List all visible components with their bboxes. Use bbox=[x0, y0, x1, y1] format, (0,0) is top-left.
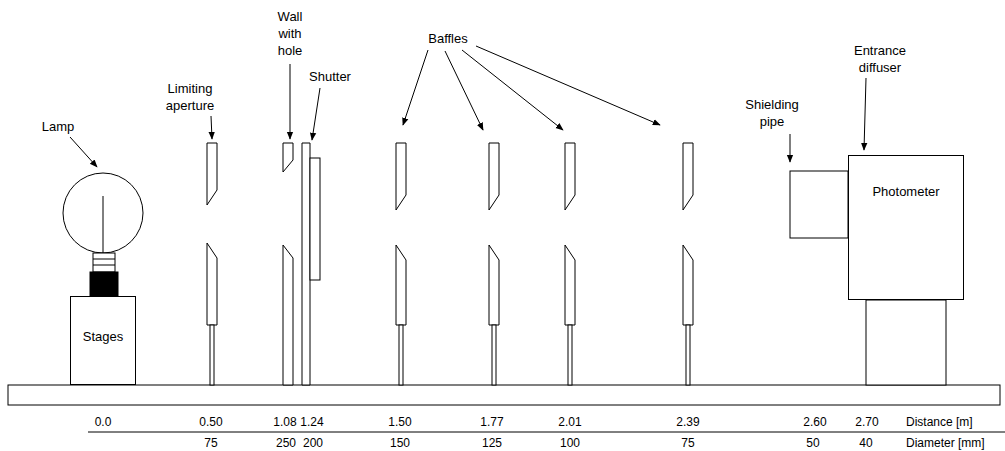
table-value: 150 bbox=[390, 436, 410, 450]
part-label: Shielding pipe bbox=[745, 96, 799, 130]
table-value: Diameter [mm] bbox=[906, 436, 985, 450]
part-label: Entrance diffuser bbox=[854, 42, 906, 76]
baffle-plate bbox=[683, 143, 693, 210]
table-value: Distance [m] bbox=[906, 415, 973, 429]
leader-arrow bbox=[312, 88, 320, 140]
table-value: 100 bbox=[560, 436, 580, 450]
part-label: Lamp bbox=[42, 118, 75, 135]
leader-arrow bbox=[403, 50, 428, 125]
post bbox=[492, 325, 496, 385]
photometer-box: Photometer bbox=[848, 155, 964, 300]
leader-arrow bbox=[864, 78, 866, 150]
part-label: Baffles bbox=[428, 30, 468, 47]
wall-plate bbox=[283, 143, 293, 172]
part-label: Shutter bbox=[309, 68, 351, 85]
table-value: 200 bbox=[303, 436, 323, 450]
table-value: 2.70 bbox=[855, 415, 878, 429]
leader-arrow bbox=[211, 116, 212, 139]
leader-arrow bbox=[445, 51, 483, 130]
aperture-plate bbox=[207, 243, 217, 325]
shutter-post bbox=[302, 143, 310, 385]
post bbox=[686, 325, 690, 385]
table-rule bbox=[88, 432, 1005, 433]
lamp-base bbox=[90, 272, 118, 296]
leader-arrow bbox=[290, 64, 291, 139]
baffle-plate bbox=[683, 245, 693, 325]
post bbox=[568, 325, 572, 385]
table-value: 1.77 bbox=[480, 415, 503, 429]
table-value: 1.50 bbox=[388, 415, 411, 429]
table-value: 75 bbox=[681, 436, 694, 450]
baffle-plate bbox=[489, 245, 499, 325]
part-label: Wall with hole bbox=[278, 8, 303, 59]
stages-box: Stages bbox=[70, 296, 136, 385]
bench-rail bbox=[8, 385, 1000, 405]
box-label: Photometer bbox=[872, 184, 939, 199]
table-value: 50 bbox=[806, 436, 819, 450]
table-value: 75 bbox=[204, 436, 217, 450]
wall-plate bbox=[283, 245, 293, 385]
table-value: 1.08 bbox=[273, 415, 296, 429]
aperture-plate bbox=[207, 143, 217, 205]
baffle-plate bbox=[396, 143, 406, 210]
leader-arrow bbox=[476, 46, 660, 125]
table-value: 0.50 bbox=[199, 415, 222, 429]
post bbox=[399, 325, 403, 385]
post bbox=[210, 325, 214, 385]
shutter-blade bbox=[310, 158, 320, 280]
lamp-filament bbox=[103, 196, 104, 262]
table-value: 0.0 bbox=[95, 415, 112, 429]
box-label: Stages bbox=[83, 329, 123, 344]
table-value: 2.39 bbox=[676, 415, 699, 429]
table-value: 2.01 bbox=[558, 415, 581, 429]
table-value: 1.24 bbox=[300, 415, 323, 429]
leader-arrow bbox=[790, 134, 791, 162]
baffle-plate bbox=[565, 143, 575, 210]
photometer-pedestal bbox=[866, 300, 946, 385]
baffle-plate bbox=[565, 245, 575, 325]
table-value: 40 bbox=[859, 436, 872, 450]
part-label: Limiting aperture bbox=[166, 80, 214, 114]
table-value: 250 bbox=[276, 436, 296, 450]
shielding-pipe bbox=[790, 171, 848, 238]
lamp-socket bbox=[93, 253, 115, 272]
baffle-plate bbox=[396, 245, 406, 325]
table-value: 2.60 bbox=[803, 415, 826, 429]
baffle-plate bbox=[489, 143, 499, 210]
table-value: 125 bbox=[482, 436, 502, 450]
leader-arrow bbox=[70, 137, 97, 167]
